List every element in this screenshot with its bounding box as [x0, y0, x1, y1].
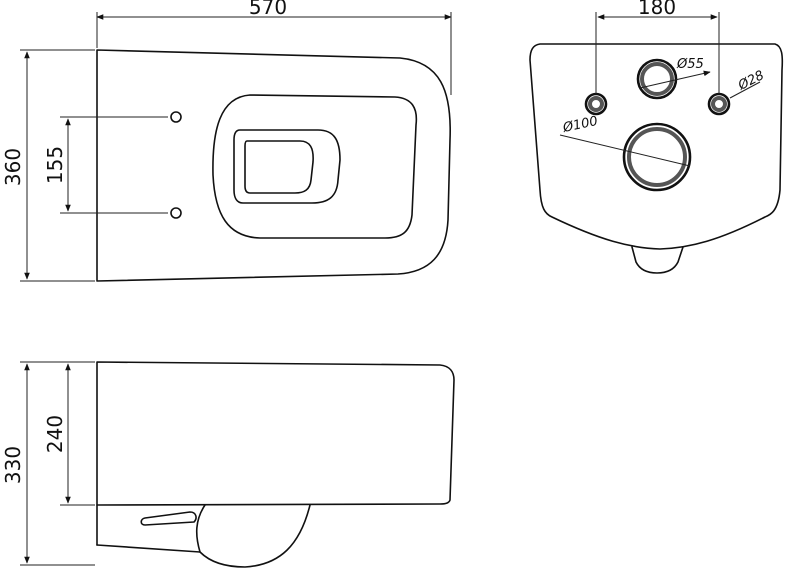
top-view-bowl-rim	[212, 94, 418, 239]
dim-top-length: 570	[249, 0, 287, 19]
rear-view: 180 Ø55 Ø28 Ø100	[529, 0, 784, 274]
dim-rear-inlet-dia: Ø55	[676, 57, 704, 72]
dim-side-bowl-height: 240	[43, 415, 67, 453]
rear-view-spigot	[631, 246, 684, 274]
dim-top-height: 360	[1, 148, 25, 186]
top-view-outline	[96, 49, 451, 282]
side-view-trap	[96, 504, 311, 568]
dim-rear-bolt-dia: Ø28	[735, 68, 767, 94]
side-view-outline	[96, 361, 455, 506]
dim-rear-outlet-dia: Ø100	[561, 114, 599, 136]
side-view: 330 240	[1, 361, 455, 568]
dim-side-height: 330	[1, 446, 25, 484]
side-view-flush-channel	[140, 511, 197, 526]
rear-view-outlet-inner	[627, 127, 687, 187]
rear-view-inlet-outer	[636, 58, 678, 100]
rear-view-outlet-outer	[622, 122, 692, 192]
top-view-bolt-hole-upper	[170, 111, 182, 123]
top-view-water-area	[244, 140, 314, 194]
rear-view-outline	[529, 43, 784, 250]
top-view-bolt-hole-lower	[170, 207, 182, 219]
dim-top-bolt-spacing: 155	[43, 146, 67, 184]
top-view-inner-bowl	[233, 129, 341, 204]
dim-rear-bolt-spacing: 180	[638, 0, 676, 19]
top-view: 570 360 155	[1, 0, 452, 282]
rear-view-inlet-inner	[640, 62, 674, 96]
